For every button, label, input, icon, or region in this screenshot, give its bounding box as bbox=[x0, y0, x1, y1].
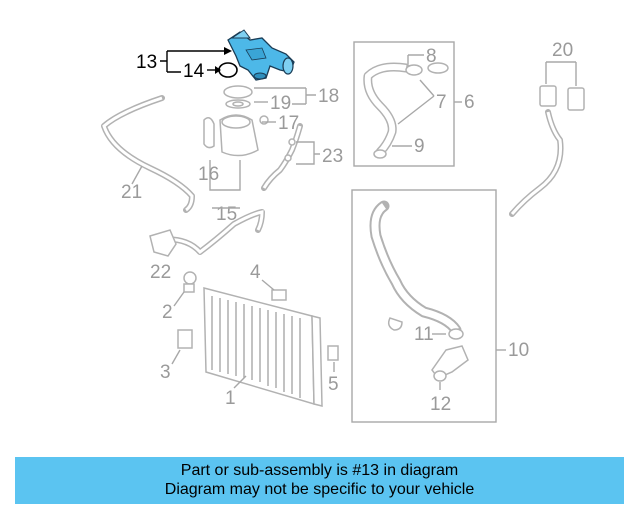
callout-6[interactable]: 6 bbox=[464, 92, 475, 113]
part-11-clamp bbox=[387, 317, 403, 331]
leader-4 bbox=[261, 279, 275, 291]
callout-5[interactable]: 5 bbox=[328, 374, 339, 395]
leader-16 bbox=[209, 160, 241, 191]
callout-19[interactable]: 19 bbox=[270, 93, 291, 114]
callout-3[interactable]: 3 bbox=[160, 362, 171, 383]
part-16-expansion-tank bbox=[203, 114, 269, 157]
callout-17[interactable]: 17 bbox=[278, 113, 299, 134]
callout-20[interactable]: 20 bbox=[552, 40, 573, 61]
leader-18 bbox=[254, 87, 316, 105]
leader-7 bbox=[397, 79, 435, 125]
leader-8 bbox=[407, 54, 424, 64]
callout-2[interactable]: 2 bbox=[162, 302, 173, 323]
callout-9[interactable]: 9 bbox=[414, 136, 425, 157]
arrow-13 bbox=[224, 47, 232, 55]
arrow-14 bbox=[215, 66, 221, 74]
callout-18[interactable]: 18 bbox=[318, 86, 339, 107]
part-5-plug bbox=[327, 345, 339, 361]
callout-7[interactable]: 7 bbox=[436, 92, 447, 113]
box-10 bbox=[351, 189, 497, 423]
leader-20 bbox=[545, 61, 577, 86]
callout-1[interactable]: 1 bbox=[225, 388, 236, 409]
part-13-coolant-flange[interactable] bbox=[227, 29, 295, 81]
part-2-sensor bbox=[183, 271, 197, 293]
part-15-pipe bbox=[153, 209, 265, 255]
part-23-hose bbox=[261, 123, 303, 191]
callout-16[interactable]: 16 bbox=[198, 164, 219, 185]
part-21-hose bbox=[101, 95, 195, 213]
callout-10[interactable]: 10 bbox=[508, 340, 529, 361]
callout-21[interactable]: 21 bbox=[121, 182, 142, 203]
callout-11[interactable]: 11 bbox=[414, 324, 434, 345]
callout-22[interactable]: 22 bbox=[150, 262, 171, 283]
leader-2 bbox=[173, 291, 185, 307]
info-banner: Part or sub-assembly is #13 in diagram D… bbox=[15, 457, 624, 504]
leader-13 bbox=[160, 50, 224, 73]
part-14-o-ring[interactable] bbox=[218, 62, 238, 78]
box-6 bbox=[353, 41, 455, 167]
callout-12[interactable]: 12 bbox=[430, 394, 451, 415]
callout-23[interactable]: 23 bbox=[322, 146, 343, 167]
callout-8[interactable]: 8 bbox=[426, 46, 437, 67]
part-1-radiator bbox=[203, 287, 323, 407]
part-10-hose bbox=[369, 200, 464, 340]
callout-13[interactable]: 13 bbox=[136, 52, 157, 73]
part-3-bracket bbox=[177, 329, 193, 349]
leader-21 bbox=[131, 165, 143, 185]
banner-line-2: Diagram may not be specific to your vehi… bbox=[164, 481, 475, 498]
part-12-connector bbox=[431, 345, 469, 382]
part-7-hose bbox=[363, 62, 449, 159]
leader-23 bbox=[296, 141, 320, 165]
part-22-bracket bbox=[149, 229, 177, 257]
callout-15[interactable]: 15 bbox=[216, 204, 237, 225]
callout-4[interactable]: 4 bbox=[250, 262, 261, 283]
leader-3 bbox=[171, 349, 181, 365]
cap-assembly bbox=[223, 85, 253, 109]
part-4-sensor bbox=[271, 289, 287, 301]
banner-line-1: Part or sub-assembly is #13 in diagram bbox=[180, 462, 459, 479]
callout-14[interactable]: 14 bbox=[183, 61, 205, 82]
part-20-sensors bbox=[509, 85, 585, 217]
leader-1 bbox=[233, 375, 247, 389]
parts-diagram: 13 14 16 17 18 19 23 21 15 bbox=[101, 29, 585, 423]
